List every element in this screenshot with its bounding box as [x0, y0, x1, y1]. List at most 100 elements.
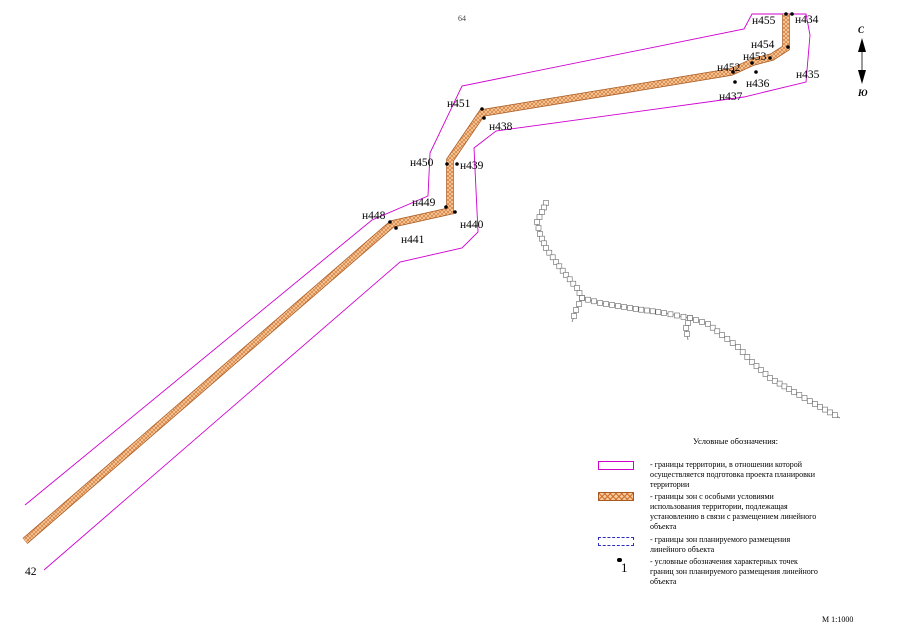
map-scale: М 1:1000	[822, 615, 854, 624]
stream-marker	[546, 249, 553, 256]
point-label: н439	[460, 160, 484, 172]
stream-marker	[812, 401, 818, 407]
stream-marker	[827, 409, 833, 416]
stream-marker	[758, 367, 764, 373]
legend-title: Условные обозначения:	[693, 436, 779, 446]
stream-marker	[549, 254, 556, 261]
stream-marker	[753, 363, 760, 369]
stream-marker	[644, 307, 650, 314]
stream-marker	[591, 298, 597, 305]
point-label: н448	[362, 210, 386, 222]
point-marker-number: 1	[621, 560, 628, 575]
stream-marker	[553, 259, 559, 265]
stream-marker	[534, 219, 540, 225]
compass-north-label: С	[858, 25, 865, 35]
stream-marker	[541, 240, 547, 247]
stream-marker	[609, 302, 615, 308]
stream-marker	[781, 383, 788, 390]
stream-markers	[534, 200, 838, 419]
stream-marker	[674, 312, 680, 319]
stream-marker	[539, 209, 545, 215]
legend-item-special-zone: - границы зон с особыми условиями исполь…	[650, 492, 817, 531]
stream-marker	[729, 340, 736, 346]
compass: С Ю	[857, 25, 868, 98]
stream-marker	[535, 225, 542, 231]
legend-item-point-marker: - условные обозначения характерных точек…	[650, 557, 818, 586]
point-label: н454	[751, 39, 775, 51]
stream-marker	[817, 403, 823, 410]
point-label: н435	[796, 69, 820, 81]
point-label: н440	[460, 219, 484, 231]
north-arrow-icon	[858, 38, 866, 52]
stream-marker	[536, 214, 543, 220]
stream-marker	[767, 375, 773, 381]
point-label: н449	[412, 197, 436, 209]
point-label: н455	[752, 15, 776, 27]
special-zone-corridor-fill	[23, 14, 789, 544]
stream-marker	[638, 306, 645, 313]
special-zone-swatch	[598, 492, 634, 501]
stream-marker	[667, 311, 674, 318]
stream-marker	[687, 315, 693, 321]
stream-marker	[685, 320, 691, 326]
stream-marker	[563, 272, 569, 278]
stream-marker	[709, 324, 716, 331]
stream-line	[536, 202, 841, 419]
stream-marker	[822, 406, 828, 413]
point-label: н451	[447, 98, 471, 110]
stream-marker	[796, 392, 803, 398]
territory-boundary-south	[43, 34, 811, 571]
stream-marker	[603, 301, 609, 307]
point-label: н450	[410, 157, 434, 169]
stream-marker	[661, 310, 667, 316]
stream-marker	[537, 231, 543, 237]
stream-marker	[683, 325, 689, 331]
stream-marker	[539, 235, 545, 242]
stream-marker	[627, 305, 633, 311]
stream-marker	[566, 276, 573, 283]
point-marker-icon	[617, 558, 622, 562]
stream-marker	[744, 354, 751, 360]
point-markers	[388, 12, 794, 230]
stream-marker	[570, 280, 577, 287]
stream-marker	[719, 332, 725, 338]
stream-marker	[574, 285, 580, 291]
stream-marker	[714, 328, 721, 335]
stream-marker	[724, 336, 731, 342]
territory-boundary-swatch	[598, 461, 634, 470]
stream-marker	[786, 386, 793, 393]
stream-marker	[801, 395, 808, 401]
stream-marker	[684, 331, 690, 337]
stream-marker	[571, 313, 577, 319]
stream-marker	[597, 300, 603, 306]
stream-marker	[615, 303, 621, 309]
point-label: 42	[25, 566, 37, 578]
point-label: н436	[746, 78, 770, 90]
stream-marker	[771, 377, 778, 384]
point-label: н437	[719, 91, 743, 103]
stream-marker	[576, 290, 583, 296]
stream-marker	[791, 389, 797, 395]
stream-marker	[573, 307, 579, 313]
stream-marker	[693, 317, 699, 323]
stream-marker	[632, 305, 639, 312]
point-label: н434	[795, 14, 819, 26]
planned-zone-swatch	[598, 537, 634, 546]
stream-marker	[556, 263, 563, 270]
point-labels: н455 н434 н454 н453 н452 н436 н435 н437 …	[25, 14, 820, 578]
point-label: н453	[743, 51, 767, 63]
stream-marker	[762, 371, 769, 377]
stream-marker	[699, 319, 705, 325]
stream-marker	[579, 295, 585, 301]
point-label: н452	[717, 62, 741, 74]
compass-south-label: Ю	[857, 88, 868, 98]
legend-item-territory: - границы территории, в отношении которо…	[650, 460, 816, 489]
page-number: 64	[458, 14, 466, 23]
stream-marker	[776, 380, 783, 387]
territory-boundary-north	[24, 13, 811, 506]
point-label: н438	[489, 121, 513, 133]
legend-item-planned-zone: - границы зон планируемого размещения ли…	[650, 535, 791, 554]
stream-marker	[749, 359, 755, 365]
stream-marker	[705, 321, 711, 327]
